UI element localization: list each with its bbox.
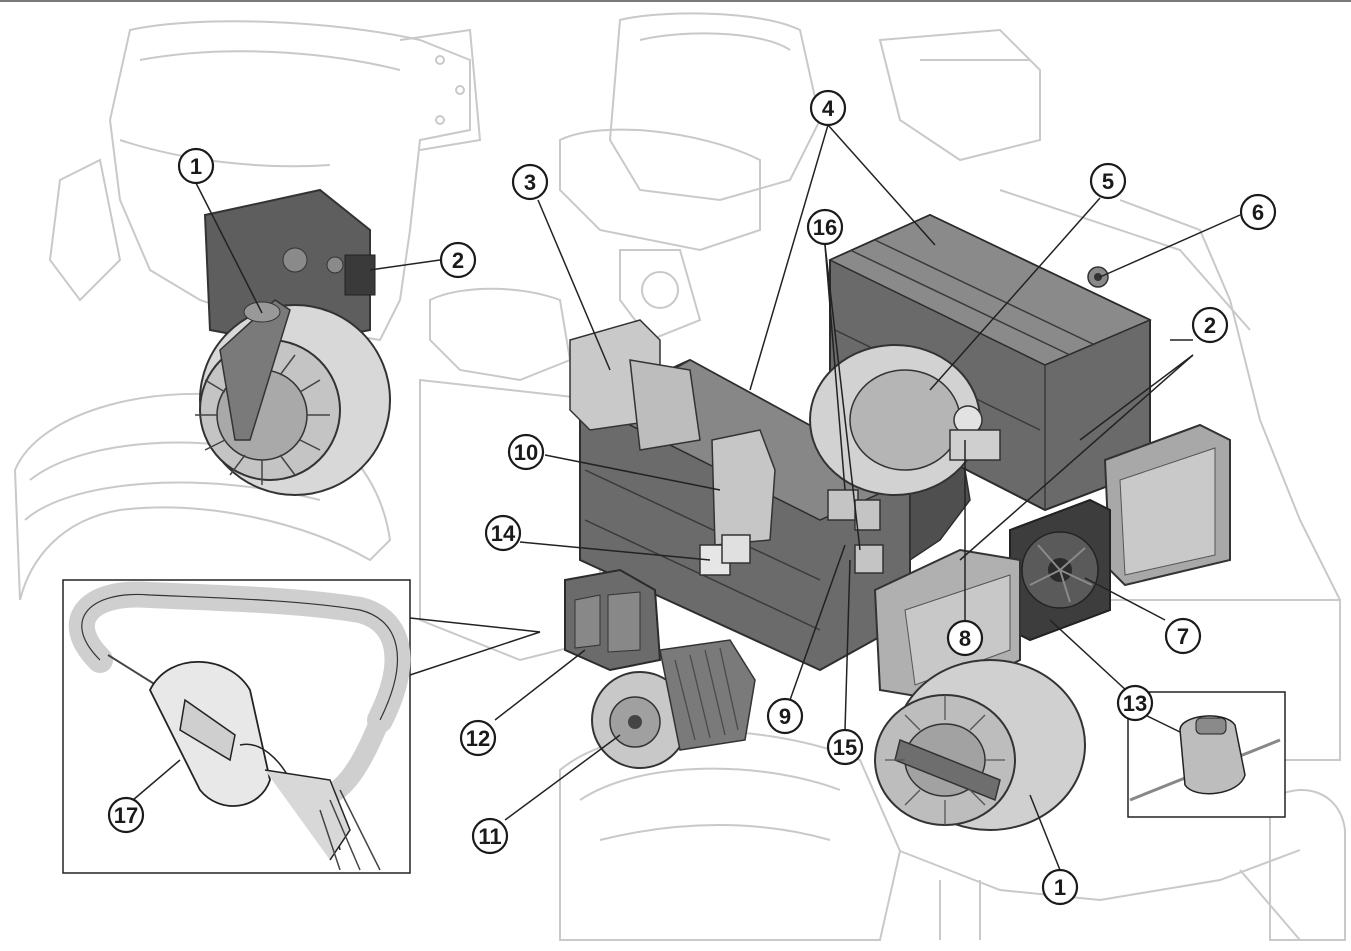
callout-circle [177, 147, 215, 185]
leader-lines [132, 124, 1241, 871]
callout-circle [1116, 684, 1154, 722]
callout-c14: 14 [484, 514, 522, 552]
callout-circle [946, 619, 984, 657]
callout-number: 2 [1204, 313, 1216, 338]
callout-c1b: 1 [1041, 868, 1079, 906]
callout-circle [806, 208, 844, 246]
lift-motor-assembly [564, 568, 756, 769]
cooling-fan [1009, 498, 1111, 642]
callout-circle [1089, 162, 1127, 200]
callout-number: 13 [1123, 691, 1147, 716]
callout-circle [484, 514, 522, 552]
callout-circle [1191, 306, 1229, 344]
battery-pack-assembly [809, 213, 1152, 512]
callout-number: 1 [190, 154, 202, 179]
right-motor-controller [1103, 423, 1231, 587]
inset-fuse-detail [1049, 619, 1286, 818]
callout-number: 8 [959, 626, 971, 651]
callout-c1a: 1 [177, 147, 215, 185]
callout-circle [471, 817, 509, 855]
callout-circle [107, 796, 145, 834]
callout-circle [826, 728, 864, 766]
callout-circle [439, 241, 477, 279]
callout-circle [766, 697, 804, 735]
callout-c4: 4 [809, 89, 847, 127]
callout-circle [1164, 617, 1202, 655]
callout-c13: 13 [1116, 684, 1154, 722]
callout-number: 15 [833, 735, 857, 760]
right-drive-motor [874, 659, 1086, 831]
callout-c8: 8 [946, 619, 984, 657]
callout-c9: 9 [766, 697, 804, 735]
key-switch [1087, 266, 1109, 288]
callout-number: 9 [779, 704, 791, 729]
callout-c17: 17 [107, 796, 145, 834]
callout-number: 2 [452, 248, 464, 273]
callout-c16: 16 [806, 208, 844, 246]
callout-c2a: 2 [439, 241, 477, 279]
callout-circle [1041, 868, 1079, 906]
callout-c15: 15 [826, 728, 864, 766]
callout-circle [511, 163, 549, 201]
callout-c3: 3 [511, 163, 549, 201]
callout-number: 4 [822, 96, 835, 121]
callout-c6: 6 [1239, 193, 1277, 231]
callout-number: 3 [524, 170, 536, 195]
callout-c11: 11 [471, 817, 509, 855]
callout-number: 5 [1102, 169, 1114, 194]
callout-number: 11 [478, 824, 501, 849]
callout-c12: 12 [459, 719, 497, 757]
callout-circle [507, 433, 545, 471]
callout-c5: 5 [1089, 162, 1127, 200]
callout-number: 1 [1054, 875, 1066, 900]
callout-number: 12 [466, 726, 490, 751]
callout-number: 7 [1177, 624, 1189, 649]
callout-c10: 10 [507, 433, 545, 471]
callout-number: 14 [491, 521, 516, 546]
callout-circle [1239, 193, 1277, 231]
callout-number: 10 [514, 440, 538, 465]
left-drive-motor-assembly [195, 188, 391, 496]
callout-circle [459, 719, 497, 757]
callout-circle [809, 89, 847, 127]
callout-number: 17 [114, 803, 138, 828]
callout-number: 16 [813, 215, 837, 240]
callout-c2b: 2 [1191, 306, 1229, 344]
callout-number: 6 [1252, 200, 1264, 225]
callout-c7: 7 [1164, 617, 1202, 655]
